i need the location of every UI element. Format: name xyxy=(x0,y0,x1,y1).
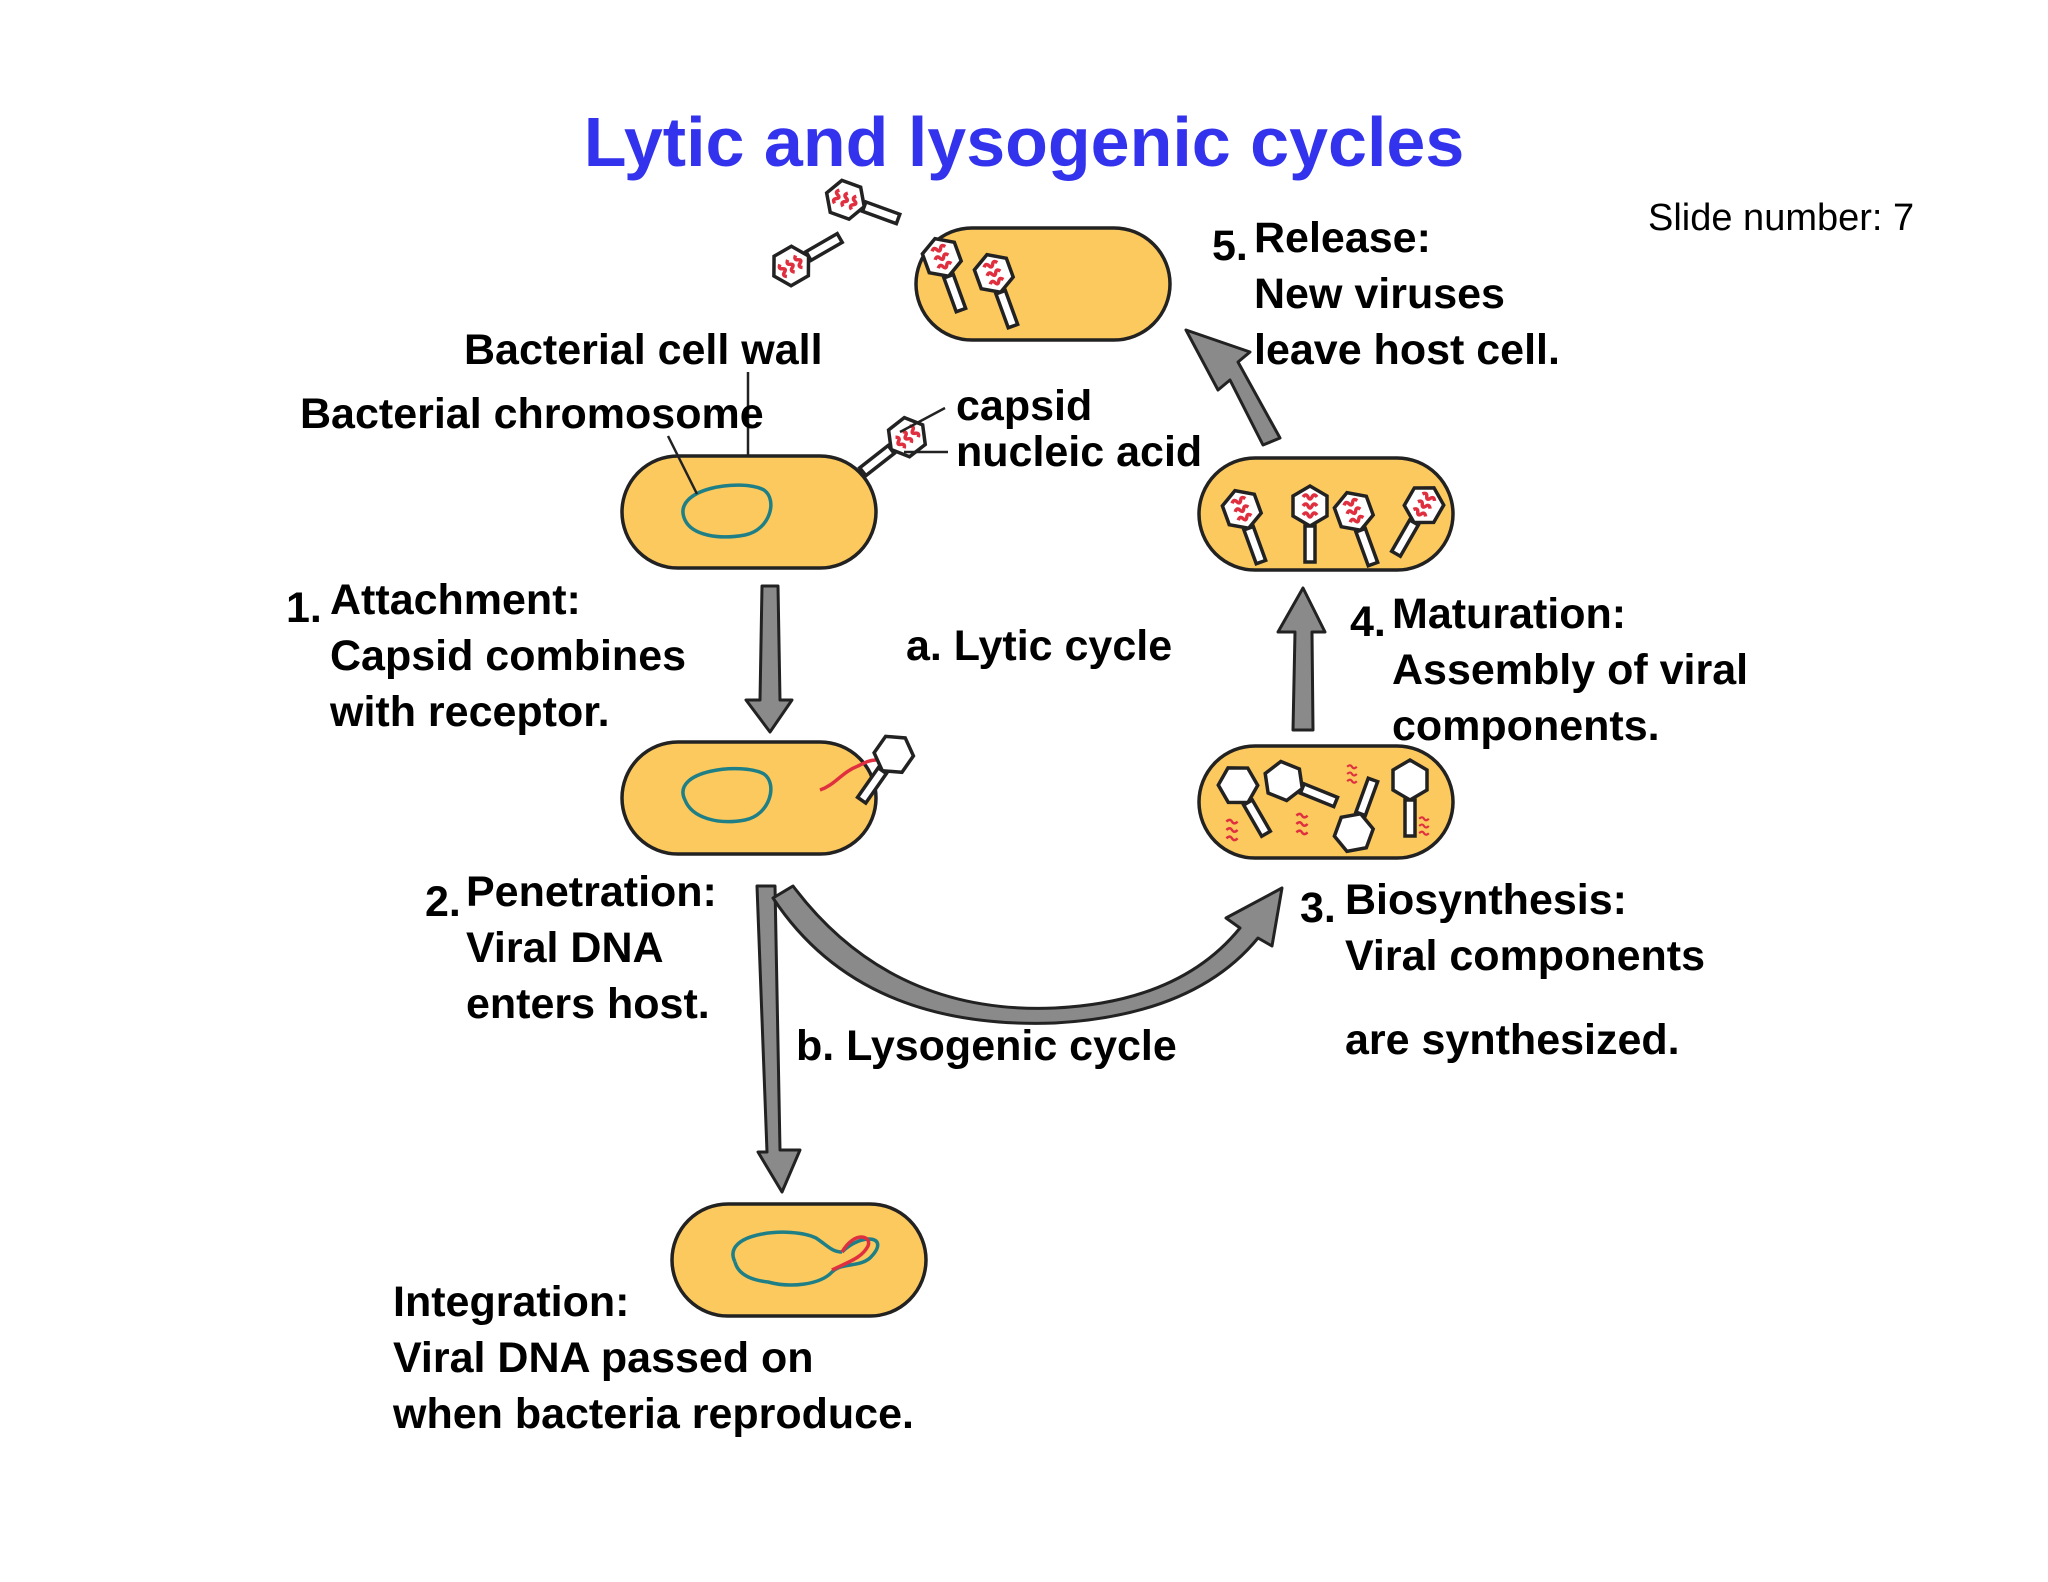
arrow-maturation-to-release xyxy=(1184,328,1282,447)
step-5-title: Release: xyxy=(1254,214,1431,262)
step-5-line2: leave host cell. xyxy=(1254,326,1560,374)
bacterium-biosynthesis xyxy=(1197,744,1455,860)
released-phage-1 xyxy=(819,175,906,237)
label-cell-wall: Bacterial cell wall xyxy=(464,326,823,374)
step-4-title: Maturation: xyxy=(1392,590,1627,638)
step-3-line1: Viral components xyxy=(1345,932,1706,980)
arrow-biosynthesis-to-maturation xyxy=(1276,586,1327,732)
arrow-penetration-to-integration xyxy=(755,884,802,1194)
step-1-line2: with receptor. xyxy=(330,688,610,736)
step-3-title: Biosynthesis: xyxy=(1345,876,1627,924)
step-5-line1: New viruses xyxy=(1254,270,1505,318)
label-capsid: capsid xyxy=(956,382,1093,430)
step-5-number: 5. xyxy=(1212,222,1248,270)
bacterium-maturation xyxy=(1197,456,1455,572)
leader-capsid-nucleic xyxy=(899,406,948,454)
bacterium-initial xyxy=(620,454,878,570)
step-3-number: 3. xyxy=(1300,884,1336,932)
step-1-line1: Capsid combines xyxy=(330,632,687,680)
attaching-phage xyxy=(850,409,935,487)
page-title: Lytic and lysogenic cycles xyxy=(583,103,1465,181)
bacterium-penetration xyxy=(620,740,878,856)
bacterium-release xyxy=(914,226,1172,342)
integration-line2: when bacteria reproduce. xyxy=(393,1390,914,1438)
arrow-lysogenic-to-biosynthesis xyxy=(771,884,1284,1025)
integration-title: Integration: xyxy=(393,1278,630,1326)
bacterium-integration xyxy=(670,1202,928,1318)
step-2-line2: enters host. xyxy=(466,980,710,1028)
slide-number: Slide number: 7 xyxy=(1648,197,1915,239)
step-4-line1: Assembly of viral xyxy=(1392,646,1749,694)
label-chromosome: Bacterial chromosome xyxy=(300,390,764,438)
integration-line1: Viral DNA passed on xyxy=(393,1334,814,1382)
step-3-line2: are synthesized. xyxy=(1345,1016,1680,1064)
arrow-attachment-to-penetration xyxy=(744,584,794,734)
label-nucleic-acid: nucleic acid xyxy=(956,428,1203,476)
label-lysogenic-cycle: b. Lysogenic cycle xyxy=(796,1022,1177,1070)
step-2-line1: Viral DNA xyxy=(466,924,664,972)
step-4-number: 4. xyxy=(1350,598,1386,646)
label-lytic-cycle: a. Lytic cycle xyxy=(906,622,1173,670)
injected-viral-dna xyxy=(819,758,877,792)
released-phage-2 xyxy=(763,221,850,293)
step-2-title: Penetration: xyxy=(466,868,717,916)
bacterial-chromosome xyxy=(681,483,773,539)
step-1-number: 1. xyxy=(286,584,322,632)
integrated-viral-dna xyxy=(831,1235,871,1272)
leader-chromosome xyxy=(666,435,699,495)
step-2-number: 2. xyxy=(425,878,461,926)
step-1-title: Attachment: xyxy=(330,576,581,624)
step-4-line2: components. xyxy=(1392,702,1660,750)
